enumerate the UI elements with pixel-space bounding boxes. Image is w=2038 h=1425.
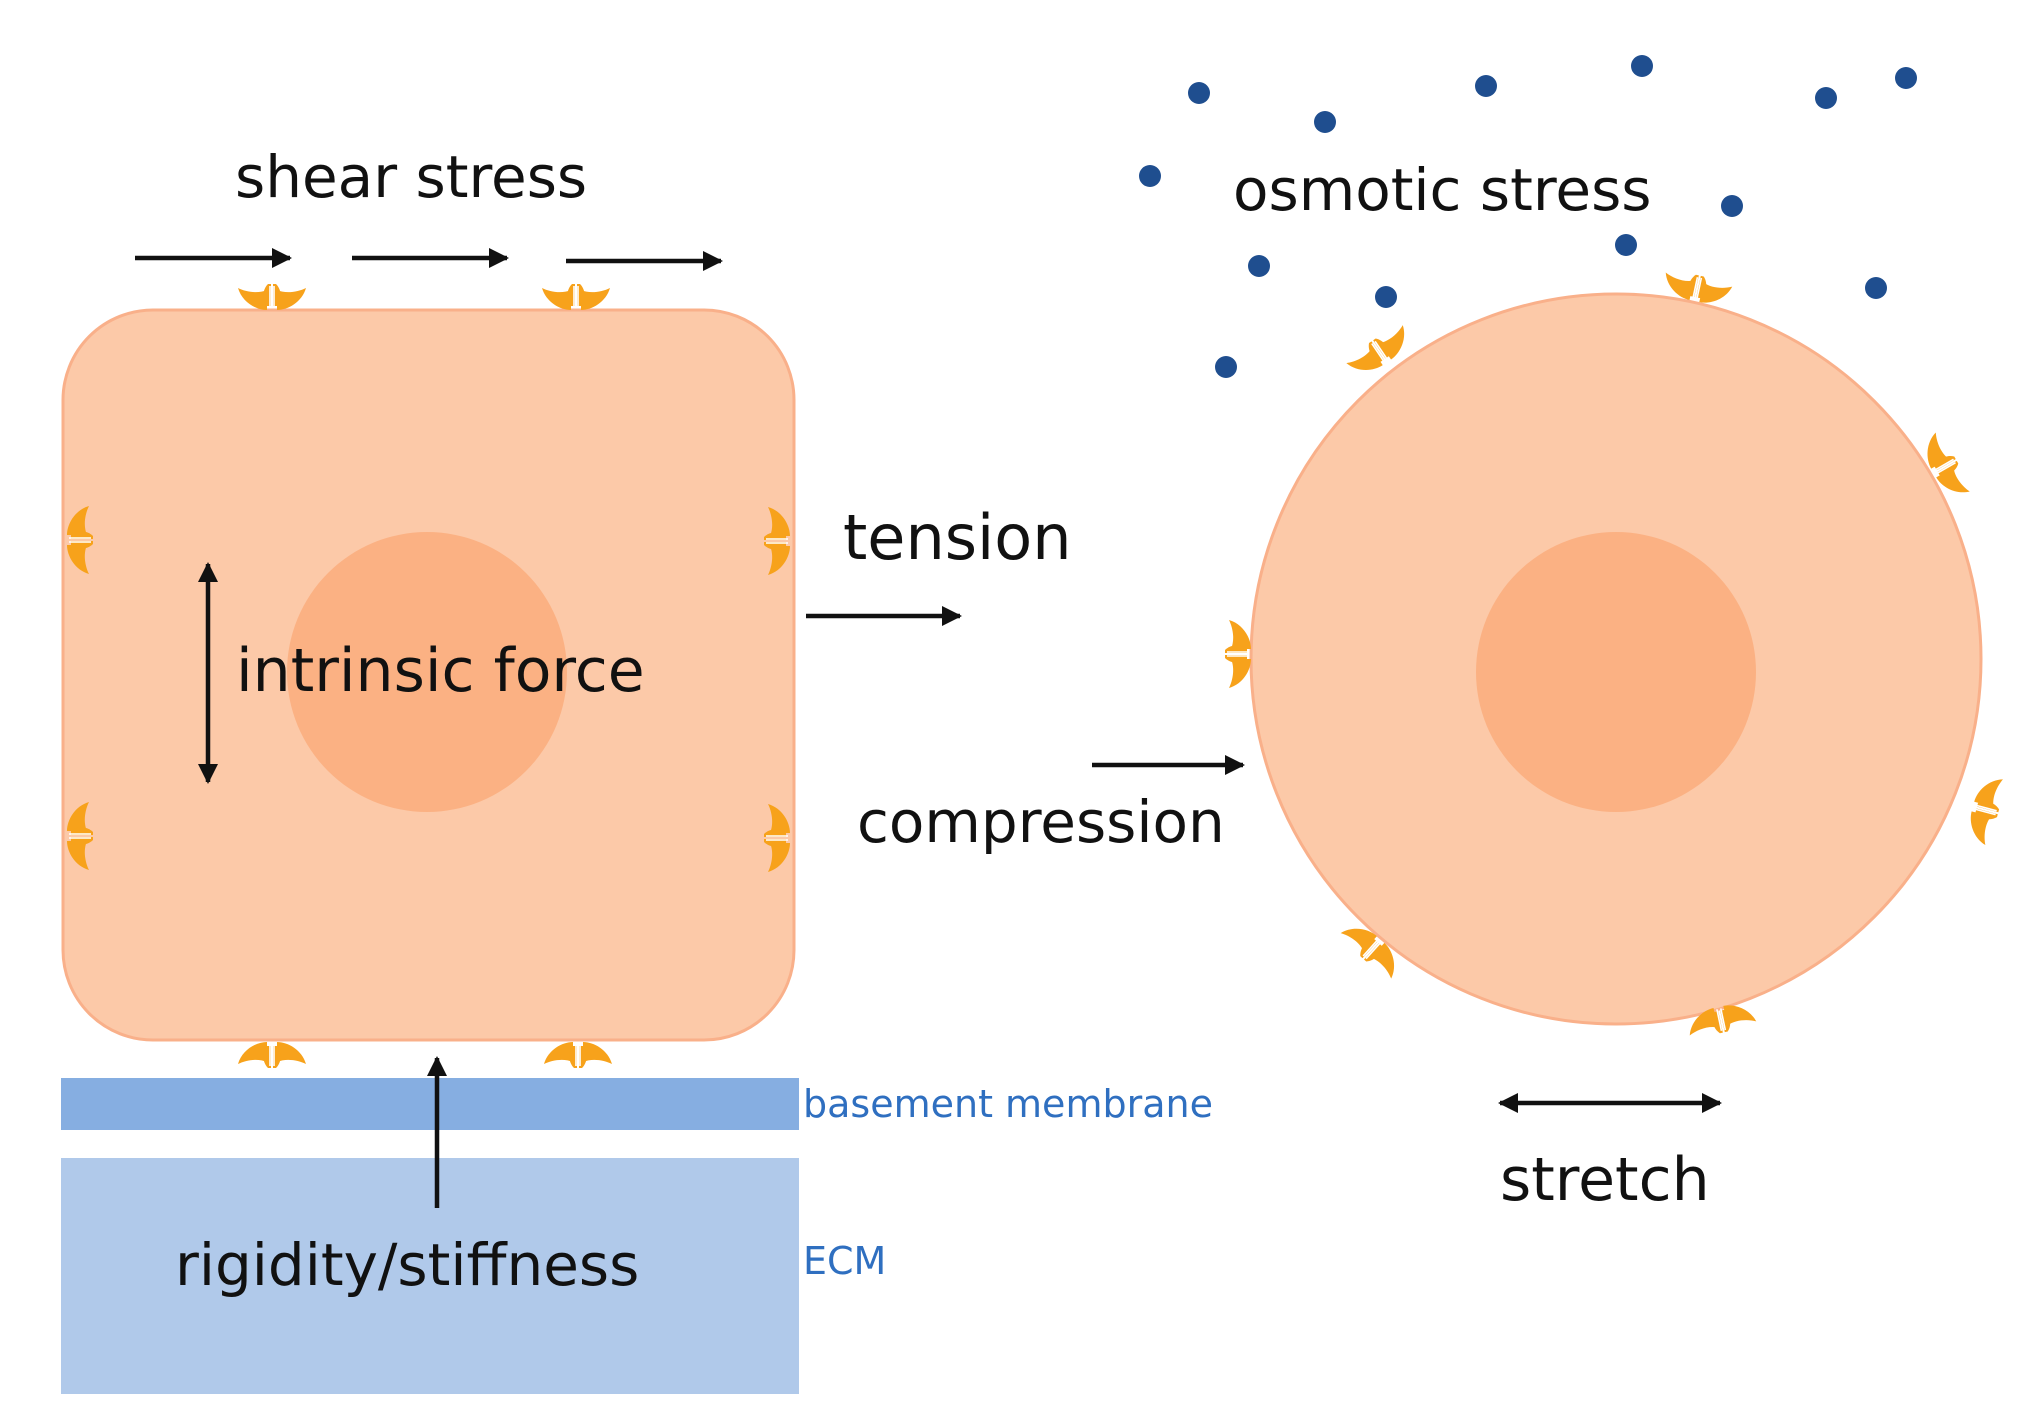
osmolyte-dot xyxy=(1314,111,1336,133)
osmolyte-dot xyxy=(1865,277,1887,299)
ecm-layer xyxy=(61,1158,799,1394)
osmotic-stress-label: osmotic stress xyxy=(1233,156,1652,224)
basement-membrane-layer xyxy=(61,1078,799,1130)
osmolyte-dot xyxy=(1139,165,1161,187)
mechanoreceptor-icon xyxy=(541,283,611,311)
osmolyte-dot xyxy=(1895,67,1917,89)
rigidity-stiffness-label: rigidity/stiffness xyxy=(175,1231,640,1299)
basement-membrane-label: basement membrane xyxy=(803,1082,1213,1126)
osmolyte-dot xyxy=(1815,87,1837,109)
left-cell-nucleus xyxy=(287,532,567,812)
stretch-label: stretch xyxy=(1500,1145,1710,1215)
osmolyte-dot xyxy=(1215,356,1237,378)
osmolyte-dot xyxy=(1631,55,1653,77)
osmolyte-dots xyxy=(1139,55,1917,378)
mechanoreceptor-icon xyxy=(543,1041,613,1069)
mechanoreceptor-icon xyxy=(1963,772,2008,847)
osmolyte-dot xyxy=(1721,195,1743,217)
mechanoreceptor-icon xyxy=(237,283,307,311)
mechanoreceptor-icon xyxy=(237,1041,307,1069)
right-cell-nucleus xyxy=(1476,532,1756,812)
osmolyte-dot xyxy=(1615,234,1637,256)
tension-label: tension xyxy=(843,501,1072,574)
intrinsic-force-label: intrinsic force xyxy=(236,636,645,706)
osmolyte-dot xyxy=(1188,82,1210,104)
compression-label: compression xyxy=(857,788,1225,856)
mechanoreceptor-icon xyxy=(1224,619,1252,689)
osmolyte-dot xyxy=(1375,286,1397,308)
osmolyte-dot xyxy=(1248,255,1270,277)
shear-stress-label: shear stress xyxy=(235,143,588,211)
ecm-label: ECM xyxy=(803,1239,887,1283)
osmolyte-dot xyxy=(1475,75,1497,97)
